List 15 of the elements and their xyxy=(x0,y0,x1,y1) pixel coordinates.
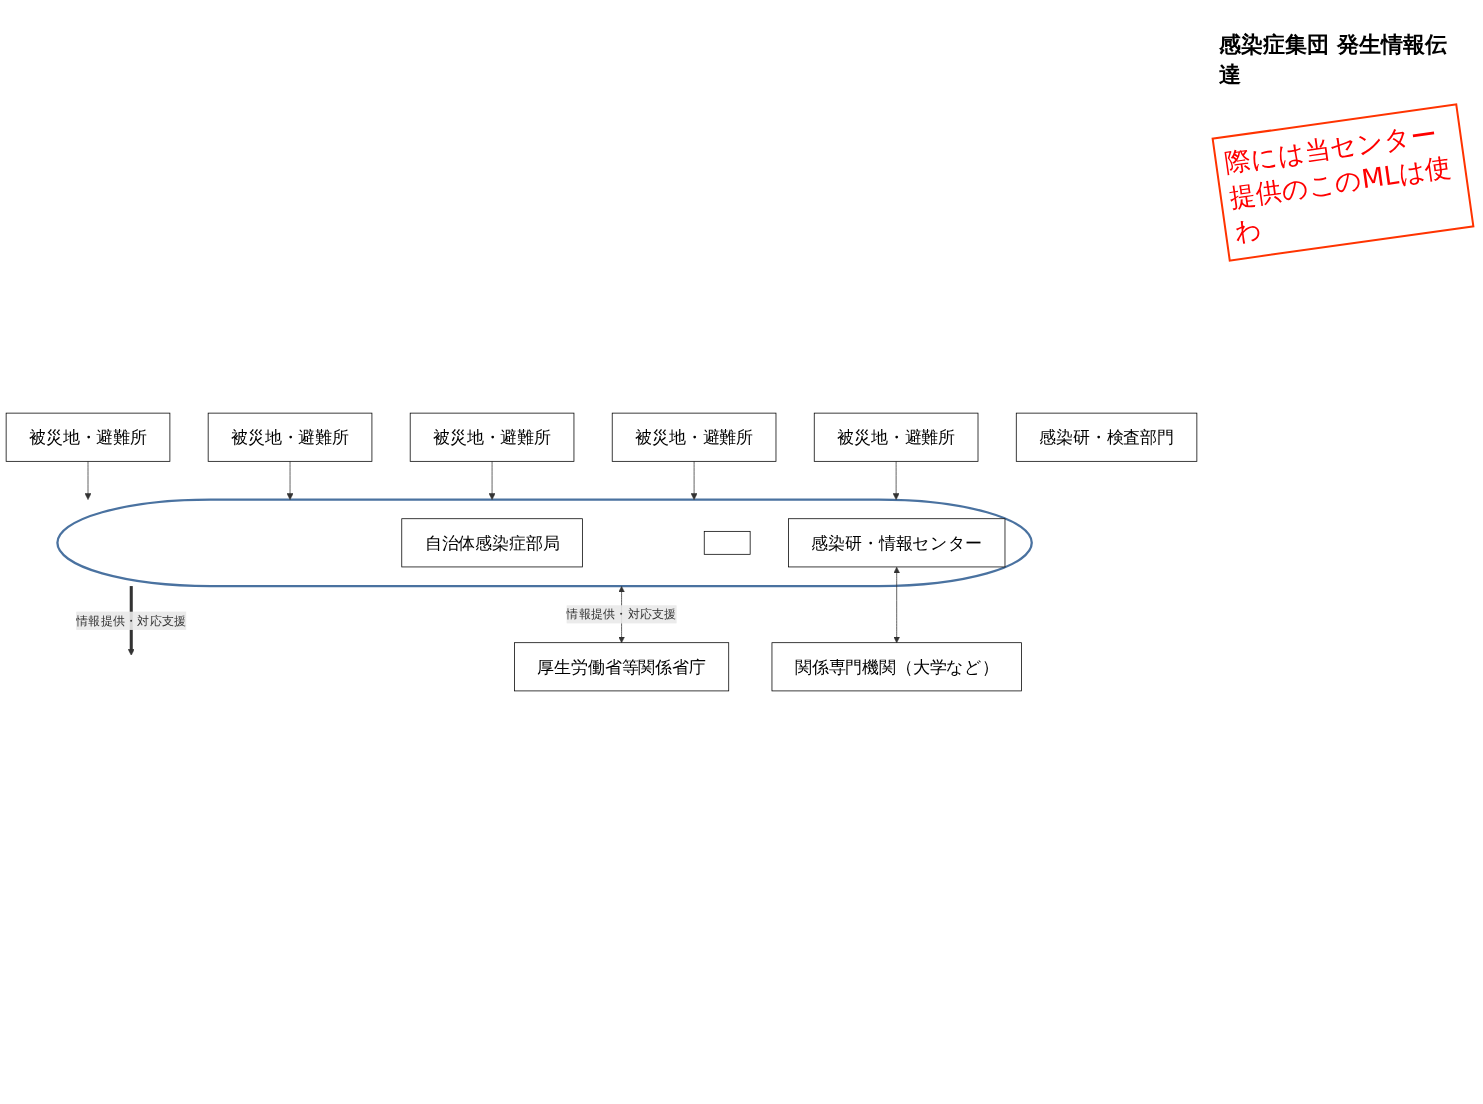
node-box: 被災地・避難所 xyxy=(207,412,373,462)
node-box: 感染研・情報センター xyxy=(788,518,1006,568)
node-box: 被災地・避難所 xyxy=(409,412,575,462)
node-box: 被災地・避難所 xyxy=(813,412,979,462)
edge-label: 情報提供・対応支援 xyxy=(76,613,187,628)
node-box xyxy=(703,530,751,555)
node-box: 感染研・検査部門 xyxy=(1015,412,1198,462)
note-text: 感染症集団 発生情報伝達 xyxy=(1219,31,1448,89)
node-box: 厚生労働省等関係省庁 xyxy=(514,642,730,692)
node-box: 被災地・避難所 xyxy=(5,412,171,462)
node-box: 関係専門機関（大学など） xyxy=(771,642,1022,692)
node-box: 被災地・避難所 xyxy=(611,412,777,462)
node-box: 自治体感染症部局 xyxy=(401,518,583,568)
banner-text: 際には当センター提供のこのMLは使わ xyxy=(1211,103,1475,262)
edge-label: 情報提供・対応支援 xyxy=(566,606,677,622)
